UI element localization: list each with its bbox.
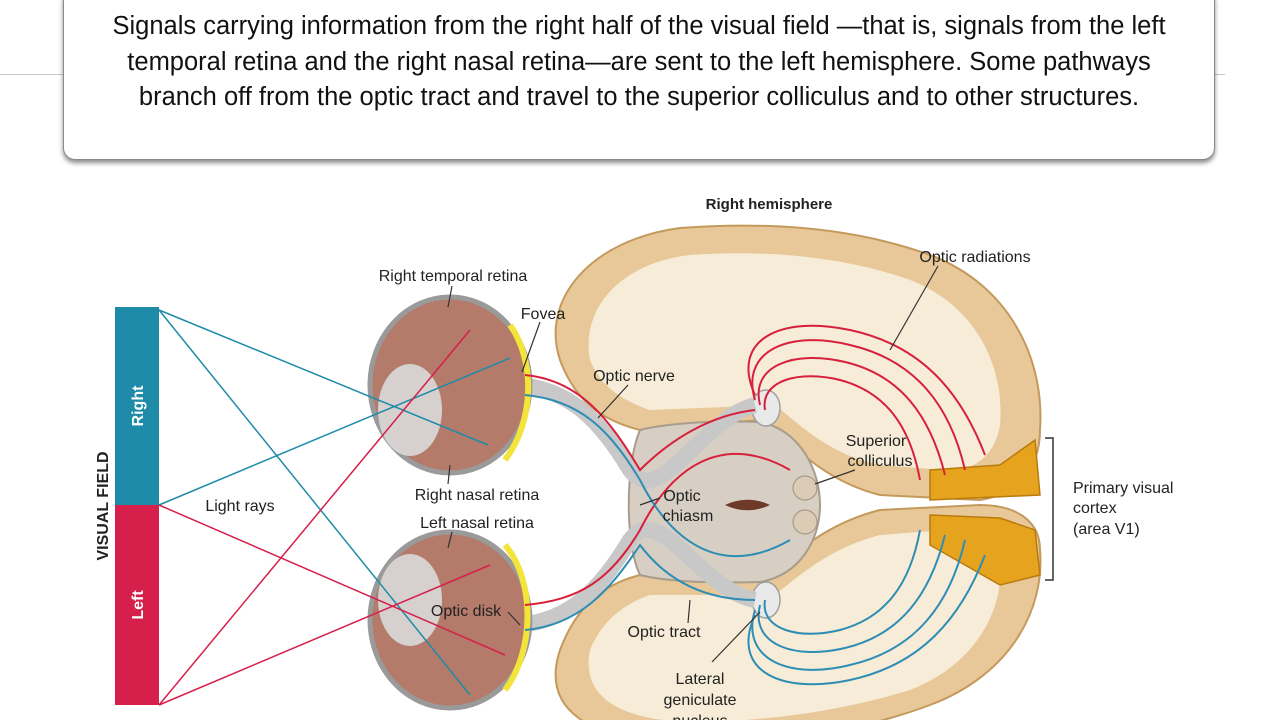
label-optic-radiations: Optic radiations: [919, 249, 1030, 266]
slide-rule-left: [0, 74, 63, 75]
left-eye: [367, 529, 533, 711]
right-hemisphere-title: Right hemisphere: [706, 196, 833, 213]
visual-field-right-label: Right: [130, 385, 147, 427]
light-rays: [158, 309, 511, 706]
primary-visual-cortex-lower: [929, 514, 1041, 586]
label-colliculus: colliculus: [848, 453, 913, 470]
label-geniculate: geniculate: [664, 692, 737, 709]
red-optic-radiations: [524, 324, 986, 606]
label-cortex: cortex: [1073, 500, 1117, 517]
primary-visual-cortex-upper: [929, 438, 1041, 501]
blue-optic-radiations: [524, 394, 986, 686]
leader-lines: [447, 265, 939, 663]
label-optic-tract: Optic tract: [628, 624, 701, 641]
superior-colliculus-upper: [792, 475, 818, 501]
visual-field-axis-label: VISUAL FIELD: [95, 451, 112, 560]
label-fovea: Fovea: [521, 306, 566, 323]
visual-field-left-bar: [115, 505, 159, 705]
label-superior: Superior: [846, 433, 907, 450]
label-optic: Optic: [663, 488, 700, 505]
label-right-temporal-retina: Right temporal retina: [379, 268, 528, 285]
superior-colliculus-lower: [792, 509, 818, 535]
label-chiasm: chiasm: [663, 508, 714, 525]
slide-rule-right: [1215, 74, 1225, 75]
right-eye: [367, 294, 533, 476]
caption-box: Signals carrying information from the ri…: [63, 0, 1215, 160]
label-light-rays: Light rays: [205, 498, 274, 515]
label-lateral: Lateral: [676, 671, 725, 688]
optic-nerve-tract: [519, 377, 758, 633]
label-optic-nerve: Optic nerve: [593, 368, 675, 385]
label-area-v1: (area V1): [1073, 521, 1140, 538]
v1-bracket: [1045, 437, 1054, 581]
label-primary-visual: Primary visual: [1073, 480, 1173, 497]
label-optic-disk: Optic disk: [431, 603, 502, 620]
label-nucleus: nucleus: [672, 713, 727, 720]
visual-field-right-bar: [115, 307, 159, 505]
visual-field-left-label: Left: [130, 590, 147, 620]
label-left-nasal-retina: Left nasal retina: [420, 515, 534, 532]
label-right-nasal-retina: Right nasal retina: [415, 487, 540, 504]
brain-outline: [554, 224, 1042, 720]
caption-text: Signals carrying information from the ri…: [112, 12, 1166, 111]
